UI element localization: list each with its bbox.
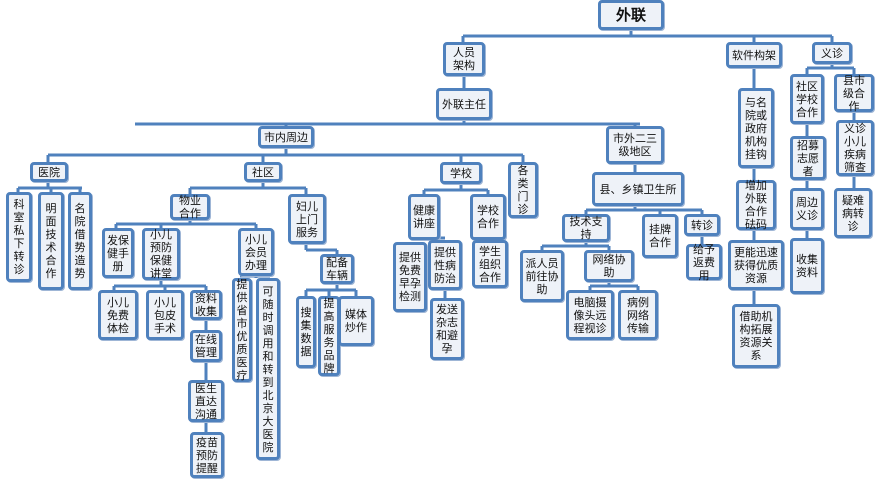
node-director: 外联主任 [436, 88, 492, 120]
node-t2: 网络协助 [584, 250, 634, 282]
node-sw3: 更能迅速获得优质资源 [728, 240, 784, 290]
node-v4: 收集资料 [790, 238, 824, 294]
node-l3: 发送杂志和避孕 [430, 298, 464, 360]
node-m2: 可随时调用和转到北京大医院 [256, 278, 280, 460]
node-sw2: 增加外联合作砝码 [736, 179, 776, 231]
node-v3: 周边义诊 [790, 188, 824, 230]
node-software: 软件构架 [726, 42, 782, 68]
node-k6: 疫苗预防提醒 [190, 432, 224, 478]
node-brand: 挂牌合作 [642, 214, 678, 258]
node-school: 学校 [440, 162, 482, 184]
node-w3: 疑难病转诊 [834, 188, 872, 238]
node-h2: 明面技术合作 [38, 192, 64, 290]
node-c3: 媒体炒作 [338, 296, 374, 346]
node-k5: 医生直达沟通 [188, 380, 224, 422]
node-p2: 小儿预防保健讲堂 [142, 228, 180, 280]
node-city: 市内周边 [258, 126, 314, 148]
node-w2: 义诊小儿疾病筛查 [836, 120, 874, 176]
node-k4: 在线管理 [190, 330, 222, 362]
node-sw1: 与名院或政府机构挂钩 [738, 88, 774, 168]
node-n2: 病例网络传输 [618, 290, 658, 340]
node-outer: 市外二三级地区 [606, 126, 664, 164]
node-h1: 科室私下转诊 [6, 192, 32, 282]
node-k2: 小儿包皮手术 [146, 290, 184, 340]
node-t1: 派人员前往协助 [520, 250, 564, 302]
node-sw4: 借助机构拓展资源关系 [732, 304, 780, 368]
node-r1: 给予返费用 [686, 243, 722, 282]
node-car: 配备车辆 [320, 254, 354, 284]
node-l2: 提供性病防治 [428, 240, 462, 290]
node-community: 社区 [244, 162, 282, 182]
node-v1: 社区学校合作 [790, 74, 824, 124]
node-staff: 人员架构 [443, 42, 485, 76]
node-root: 外联 [598, 0, 664, 30]
node-home: 妇儿上门服务 [288, 194, 326, 244]
node-referral: 转诊 [684, 214, 720, 236]
node-various: 各类门诊 [508, 162, 538, 218]
node-county: 县、乡镇卫生所 [592, 172, 684, 206]
node-s1: 学生组织合作 [472, 240, 508, 288]
node-c1: 搜集数据 [296, 296, 316, 368]
node-w1: 县市级合作 [834, 74, 874, 113]
node-c2: 提高服务品牌 [318, 296, 340, 376]
node-clinic: 义诊 [812, 42, 852, 64]
node-p1: 发保健手册 [102, 228, 134, 278]
node-property: 物业合作 [170, 194, 210, 220]
node-lecture: 健康讲座 [408, 194, 440, 240]
node-h3: 名院借势造势 [68, 192, 92, 290]
node-k3: 资料收集 [190, 290, 222, 320]
node-n1: 电脑摄像头远程视诊 [566, 290, 614, 340]
node-tech: 技术支持 [562, 214, 610, 242]
node-k1: 小儿免费体检 [98, 290, 138, 340]
node-l1: 提供免费早孕检测 [393, 242, 427, 312]
node-m1: 提供省市优质医疗 [232, 278, 252, 382]
node-hospital: 医院 [30, 162, 68, 182]
node-v2: 招募志愿者 [790, 136, 826, 180]
node-p3: 小儿会员办理 [238, 228, 274, 276]
node-schoolcoop: 学校合作 [470, 194, 506, 240]
